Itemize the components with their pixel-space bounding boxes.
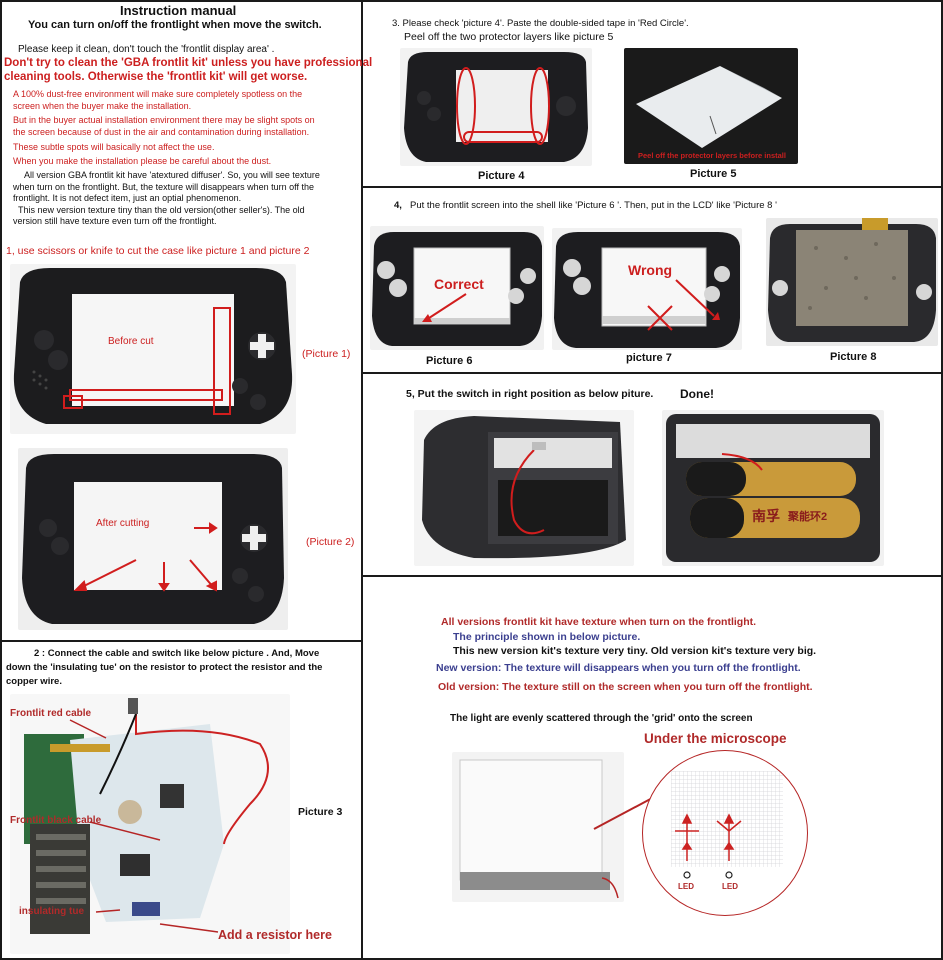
led-label-1: LED	[678, 882, 694, 891]
dust-line-2: screen when the buyer make the installat…	[13, 101, 192, 111]
microscope-label: Under the microscope	[644, 731, 787, 746]
right-divider-3	[362, 575, 943, 577]
outer-border-bottom	[0, 958, 943, 960]
label-red-cable: Frontlit red cable	[10, 708, 92, 719]
warning-line-1: Don't try to clean the 'GBA frontlit kit…	[4, 57, 373, 69]
dust-line-5: These subtle spots will basically not af…	[13, 142, 215, 152]
label-resistor: Add a resistor here	[218, 928, 332, 942]
step3-line-1: 3. Please check 'picture 4'. Paste the d…	[392, 18, 689, 29]
picture-4-label: Picture 4	[478, 170, 525, 182]
picture-1-photo	[10, 264, 296, 434]
picture-2-photo	[18, 448, 288, 630]
picture-5-photo: Peel off the protector layers before ins…	[624, 48, 798, 164]
step2-line-2: down the 'insulating tue' on the resisto…	[6, 662, 323, 673]
picture-5-label: Picture 5	[690, 168, 737, 180]
texture-line-2: when turn on the frontlight. But, the te…	[13, 182, 315, 192]
outer-border-top	[0, 0, 943, 2]
step3-line-2: Peel off the two protector layers like p…	[404, 31, 614, 43]
left-divider	[0, 640, 362, 642]
dust-line-4: the screen because of dust in the air an…	[13, 127, 310, 137]
dust-line-1: A 100% dust-free environment will make s…	[13, 89, 303, 99]
switch-photo	[414, 410, 634, 566]
battery-sub: 聚能环2	[788, 511, 828, 523]
texture-line-4: This new version texture tiny than the o…	[18, 205, 305, 215]
battery-photo: 南孚 聚能环2	[662, 410, 884, 566]
right-divider-2	[362, 372, 943, 374]
picture-1-label: (Picture 1)	[302, 348, 351, 360]
step2-line-1: 2 : Connect the cable and switch like be…	[34, 648, 320, 659]
texture-line-b: The principle shown in below picture.	[453, 631, 641, 643]
dust-line-3: But in the buyer actual installation env…	[13, 115, 315, 125]
texture-line-e: Old version: The texture still on the sc…	[438, 681, 813, 693]
dust-line-6: When you make the installation please be…	[13, 156, 272, 166]
step1-text: 1, use scissors or knife to cut the case…	[6, 245, 310, 257]
outer-border-right	[941, 0, 943, 960]
warning-line-2: cleaning tools. Otherwise the 'frontlit …	[4, 71, 308, 83]
texture-line-d: New version: The texture will disappears…	[436, 662, 801, 674]
done-label: Done!	[680, 387, 714, 401]
microscope-circle	[642, 750, 808, 916]
keep-clean-text: Please keep it clean, don't touch the 'f…	[18, 44, 275, 55]
texture-line-3: frontlight. It is not defect item, just …	[13, 193, 242, 203]
texture-line-1: All version GBA frontlit kit have 'atext…	[24, 170, 320, 180]
picture-3-photo	[10, 694, 290, 954]
step4-prefix: 4,	[394, 200, 402, 211]
correct-label: Correct	[434, 276, 484, 292]
center-divider	[361, 0, 363, 960]
peel-caption: Peel off the protector layers before ins…	[638, 151, 786, 160]
step5-line: 5, Put the switch in right position as b…	[406, 388, 654, 400]
texture-line-f: The light are evenly scattered through t…	[450, 713, 753, 724]
led-label-2: LED	[722, 882, 738, 891]
before-cut-label: Before cut	[108, 336, 154, 347]
battery-brand: 南孚	[752, 508, 780, 524]
after-cutting-label: After cutting	[96, 518, 150, 529]
picture-4-photo	[400, 48, 592, 166]
texture-line-c: This new version kit's texture very tiny…	[453, 645, 817, 657]
outer-border-left	[0, 0, 2, 960]
picture-6-label: Picture 6	[426, 355, 473, 367]
manual-subtitle: You can turn on/off the frontlight when …	[28, 19, 322, 31]
step2-line-3: copper wire.	[6, 676, 62, 687]
diffuser-sheet-photo	[452, 752, 624, 902]
picture-7-label: picture 7	[626, 352, 672, 364]
picture-7-photo	[552, 228, 742, 350]
manual-title: Instruction manual	[120, 3, 237, 18]
picture-8-label: Picture 8	[830, 351, 877, 363]
right-divider-1	[362, 186, 943, 188]
picture-3-label: Picture 3	[298, 806, 343, 818]
picture-6-photo	[370, 226, 544, 350]
label-insulating-tue: insulating tue	[19, 906, 84, 917]
texture-line-5: version still have texture even turn off…	[13, 216, 217, 226]
label-black-cable: Frontlit black cable	[10, 815, 102, 826]
wrong-label: Wrong	[628, 262, 673, 278]
picture-2-label: (Picture 2)	[306, 536, 355, 548]
texture-line-a: All versions frontlit kit have texture w…	[441, 616, 757, 628]
step4-line: Put the frontlit screen into the shell l…	[410, 200, 777, 211]
picture-8-photo	[766, 218, 938, 346]
